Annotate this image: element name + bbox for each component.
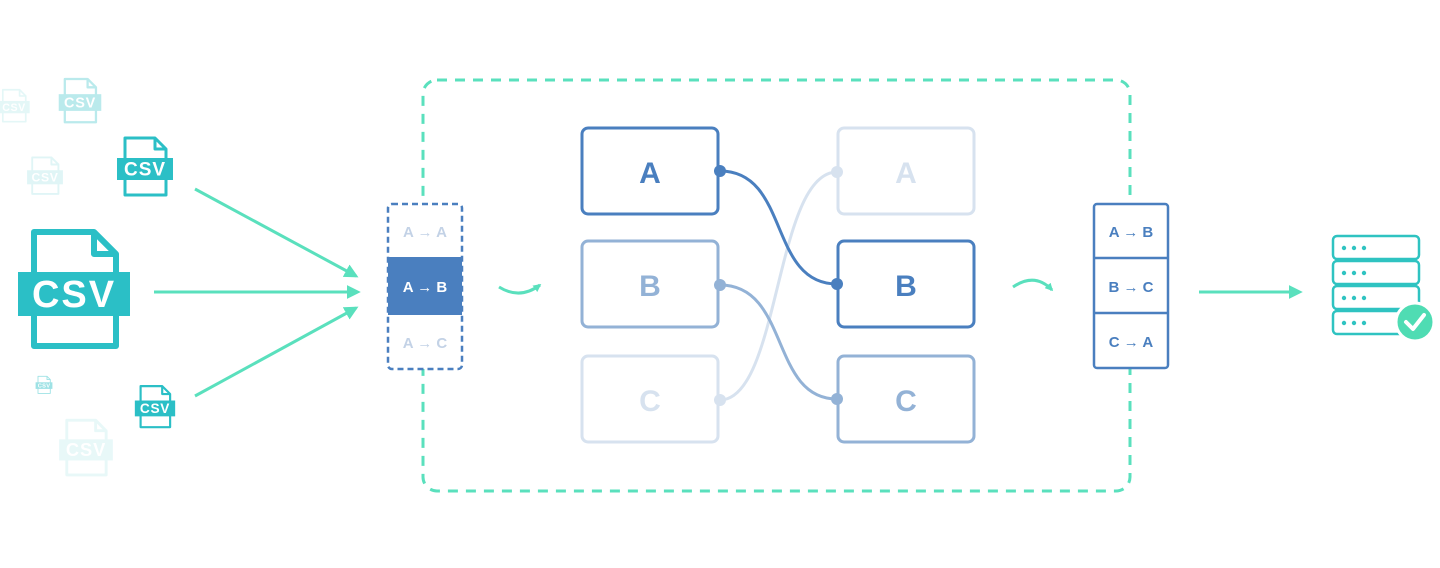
source-nodes: A B C xyxy=(580,126,720,444)
port-dot xyxy=(714,394,726,406)
connection-a-to-b xyxy=(719,169,838,286)
csv-file-label: CSV xyxy=(140,401,170,416)
mapping-option[interactable]: A → A xyxy=(403,224,447,241)
flow-arrow-icon xyxy=(194,187,359,278)
curved-arrow-icon xyxy=(1012,278,1054,292)
csv-file-label: CSV xyxy=(64,95,96,111)
node-label: A xyxy=(639,157,661,190)
node-label: A xyxy=(895,157,917,190)
target-node-c[interactable]: C xyxy=(836,354,976,444)
csv-file-icon: CSV xyxy=(18,229,130,349)
csv-files-group: CSV CSV CSV CSV CSV CSV CSV CSV xyxy=(0,77,176,477)
csv-file-icon: CSV xyxy=(27,156,63,195)
flow-arrow-icon xyxy=(194,306,359,398)
target-node-a[interactable]: A xyxy=(836,126,976,216)
csv-file-label: CSV xyxy=(38,384,51,390)
result-mapping-item: B → C xyxy=(1109,279,1154,296)
mapping-selector[interactable]: A → A A → B A → C xyxy=(386,202,464,371)
csv-file-icon: CSV xyxy=(35,375,53,394)
port-dot xyxy=(831,166,843,178)
target-node-b[interactable]: B xyxy=(836,239,976,329)
connection-ports xyxy=(714,165,843,406)
connection-b-to-c xyxy=(719,283,838,401)
port-dot xyxy=(831,393,843,405)
source-node-c[interactable]: C xyxy=(580,354,720,444)
port-dot xyxy=(831,278,843,290)
connection-lines xyxy=(719,169,838,402)
input-arrows xyxy=(154,187,361,398)
mapping-option-selected[interactable]: A → B xyxy=(403,279,448,296)
csv-file-label: CSV xyxy=(66,439,106,460)
port-dot xyxy=(714,279,726,291)
csv-file-label: CSV xyxy=(32,170,59,184)
csv-file-label: CSV xyxy=(124,160,166,181)
node-label: C xyxy=(895,385,917,418)
result-mapping-item: A → B xyxy=(1109,224,1154,241)
csv-file-icon: CSV xyxy=(134,385,176,429)
csv-file-icon: CSV xyxy=(58,77,102,124)
csv-file-label: CSV xyxy=(2,102,26,114)
node-label: B xyxy=(895,270,917,303)
mapping-option[interactable]: A → C xyxy=(403,335,448,352)
database-server-icon xyxy=(1331,234,1436,343)
node-label: B xyxy=(639,270,661,303)
connection-c-to-a xyxy=(719,170,838,402)
csv-file-icon: CSV xyxy=(59,418,113,477)
result-mappings: A → B B → C C → A xyxy=(1092,202,1170,370)
result-mapping-item: C → A xyxy=(1109,334,1154,351)
source-node-a[interactable]: A xyxy=(580,126,720,216)
csv-file-icon: CSV xyxy=(0,88,30,123)
curved-arrow-icon xyxy=(498,283,542,295)
node-label: C xyxy=(639,385,661,418)
csv-file-label: CSV xyxy=(32,274,116,316)
port-dot xyxy=(714,165,726,177)
target-nodes: A B C xyxy=(836,126,976,444)
csv-file-icon: CSV xyxy=(117,136,173,197)
mapping-option-selected-bg xyxy=(388,257,462,315)
source-node-b[interactable]: B xyxy=(580,239,720,329)
checkmark-icon xyxy=(1394,301,1436,343)
